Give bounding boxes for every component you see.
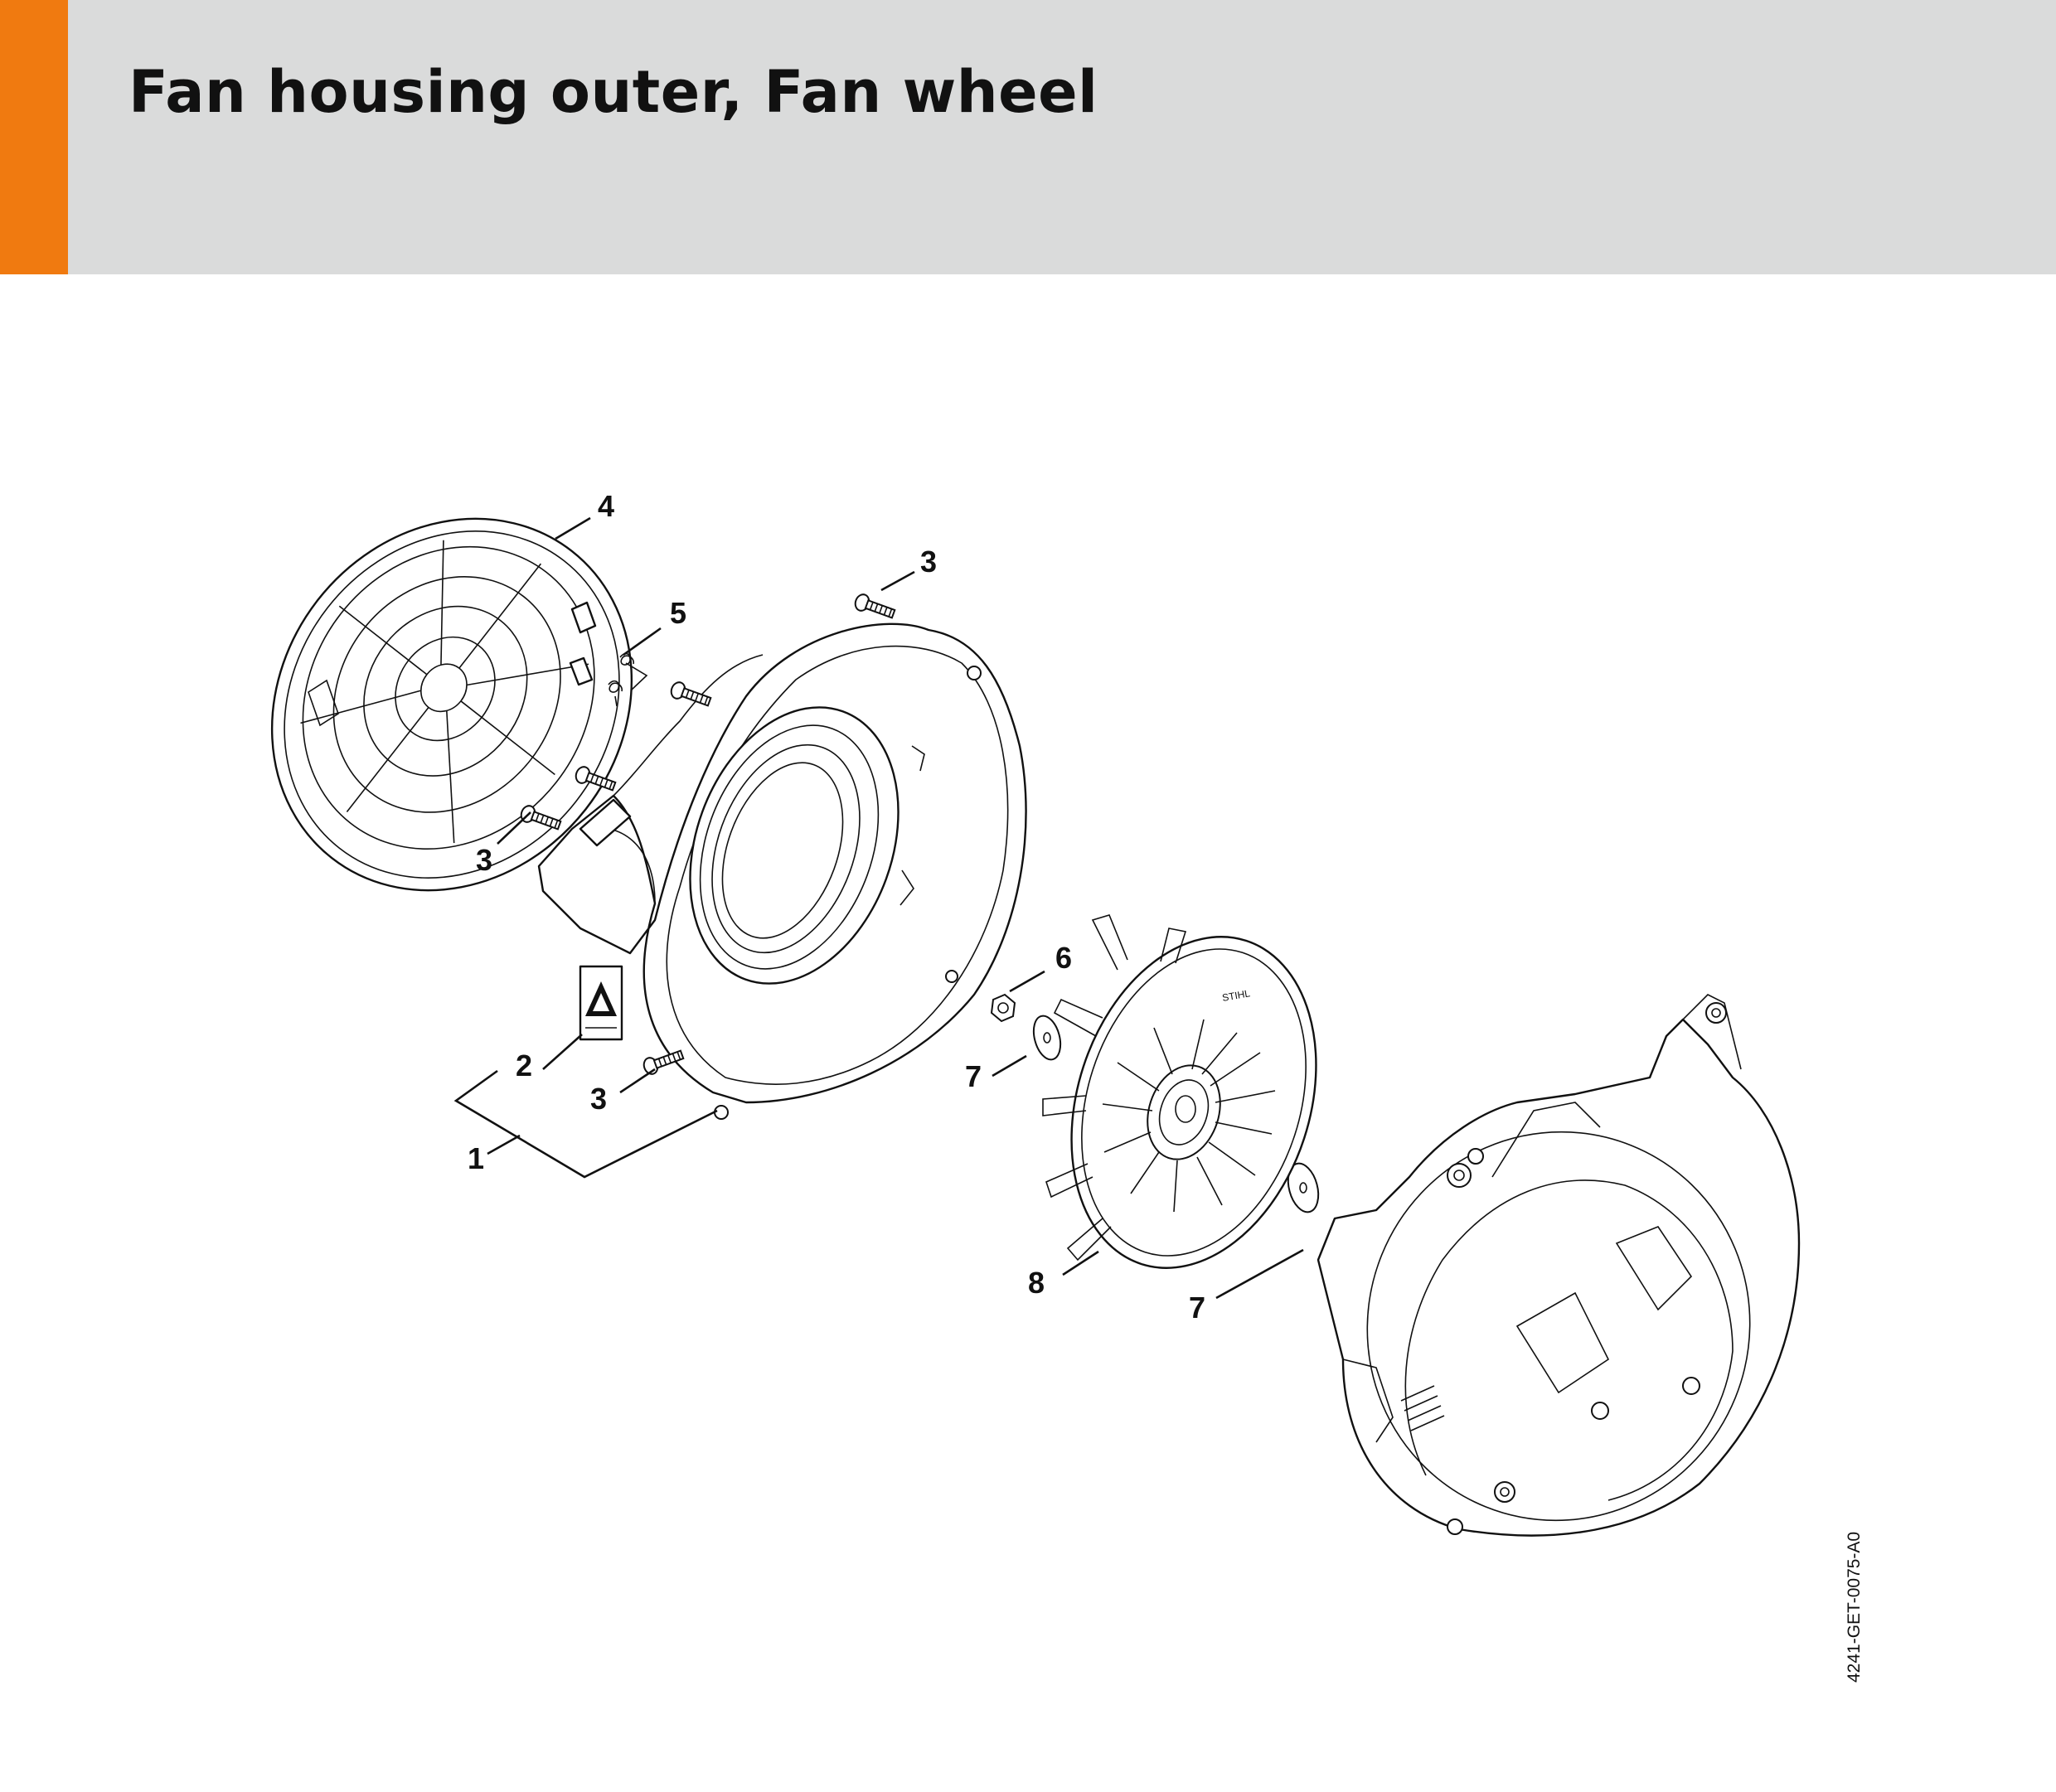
callout-2: 2 [516,1049,532,1082]
leader-lines [453,516,1304,1300]
document-id: 4241-GET-0075-A0 [1845,1532,1864,1683]
header-bar [0,0,2056,274]
part-nut [990,993,1016,1023]
part-cover-grille [270,517,633,892]
callout-3-bottom: 3 [590,1082,607,1116]
callout-3-left: 3 [476,843,492,877]
part-washers [1032,1015,1320,1213]
svg-text:STIHL: STIHL [1221,987,1251,1004]
part-fan-housing [537,622,1027,1120]
callout-7-left: 7 [965,1059,982,1093]
page-title: Fan housing outer, Fan wheel [128,58,1098,126]
callout-8: 8 [1028,1266,1045,1300]
part-inner-housing [1317,994,1801,1537]
callout-7-right: 7 [1189,1291,1205,1325]
part-warning-label [579,965,623,1041]
callout-labels: 4 3 5 3 2 3 1 6 7 8 7 [468,489,1205,1325]
accent-stripe [0,0,68,274]
callout-1: 1 [468,1141,484,1175]
callout-4: 4 [598,489,614,523]
callout-3-top: 3 [920,545,937,579]
part-spring-clip [608,652,648,707]
callout-6: 6 [1055,941,1072,975]
callout-5: 5 [670,596,686,630]
part-fan-wheel: STIHL [1042,914,1317,1269]
